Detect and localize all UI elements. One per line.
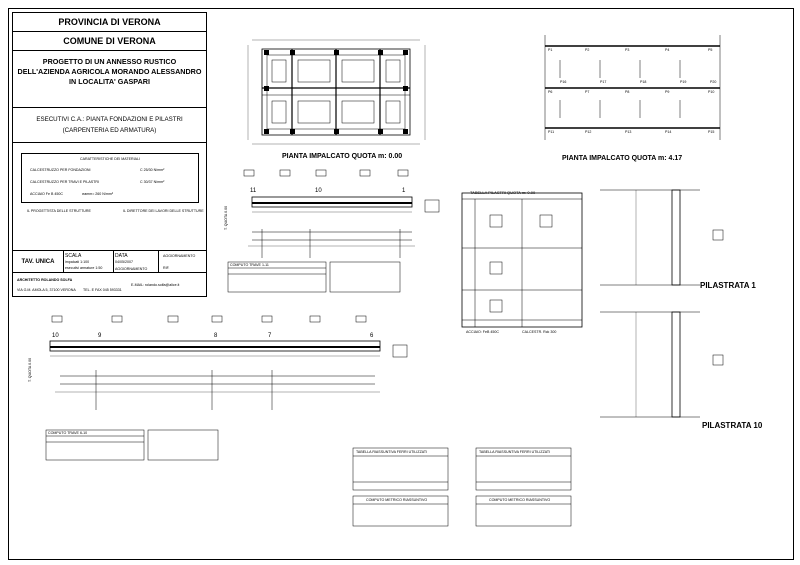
- upper-tag-p13: P13: [625, 130, 632, 134]
- pillar-cls-note: CALCESTR. Rck 300: [522, 330, 557, 334]
- summary-2-title: TABELLA RIASSUNTIVA FERRI UTILIZZATI: [479, 450, 551, 454]
- material-name-3: ACCIAIO Fe B 450C: [30, 192, 63, 196]
- upper-tag-p11: P11: [548, 130, 555, 134]
- materials-box: CARATTERISTICHE DEI MATERIALI CALCESTRUZ…: [21, 153, 199, 203]
- aggiornamento-label: AGGIORNAMENTO: [163, 254, 196, 258]
- executive-line-1: ESECUTIVI C.A.: PIANTA FONDAZIONI E PILA…: [36, 116, 183, 123]
- rif-label: RIF.: [163, 266, 170, 270]
- materials-title: CARATTERISTICHE DEI MATERIALI: [80, 157, 140, 161]
- beam-2-node-8: 8: [214, 333, 218, 339]
- date-cell: DATA 04/05/2007 AGGIORNAMENTO: [113, 251, 159, 272]
- scale-label: SCALA: [65, 253, 82, 259]
- beam-2-node-9: 9: [98, 333, 102, 339]
- upper-tag-p15: P15: [708, 130, 715, 134]
- upper-tag-p9: P9: [665, 90, 670, 94]
- upper-tag-p2: P2: [585, 48, 590, 52]
- pillar-10-title: PILASTRATA 10: [702, 421, 763, 430]
- pillar-table-title: TABELLA PILASTRI QUOTA m: 0.00: [470, 190, 536, 195]
- upper-tag-p1: P1: [548, 48, 553, 52]
- material-name-2: CALCESTRUZZO PER TRAVI E PILASTRI: [30, 180, 99, 184]
- summary-1-title: TABELLA RIASSUNTIVA FERRI UTILIZZATI: [356, 450, 428, 454]
- beam-1-node-11: 11: [250, 188, 257, 194]
- beam-1-elevation-label: T. QUOTA 0.00: [224, 205, 228, 230]
- tav-label: TAV. UNICA: [13, 251, 64, 272]
- upper-tag-p10: P10: [708, 90, 715, 94]
- beam-2-node-10: 10: [52, 333, 59, 339]
- aggiornamento-2: AGGIORNAMENTO: [115, 267, 148, 271]
- executive-title: ESECUTIVI C.A.: PIANTA FONDAZIONI E PILA…: [13, 108, 206, 143]
- project-line-1: PROGETTO DI UN ANNESSO RUSTICO: [42, 57, 177, 66]
- material-value-2: C 30/37 N/mm²: [140, 180, 165, 184]
- title-block: PROVINCIA DI VERONA COMUNE DI VERONA PRO…: [12, 12, 207, 297]
- architect-name: ARCHITETTO ROLANDO SOLFA: [17, 278, 73, 282]
- project-title: PROGETTO DI UN ANNESSO RUSTICO DELL'AZIE…: [13, 51, 206, 108]
- direttore-label: IL DIRETTORE DEI LAVORI DELLE STRUTTURE: [123, 209, 204, 213]
- ground-plan-title: PIANTA IMPALCATO QUOTA m: 0.00: [282, 153, 403, 160]
- beam-1-node-10: 10: [315, 188, 322, 194]
- scale-1: impalcati 1:100: [65, 260, 90, 264]
- upper-tag-p14: P14: [665, 130, 672, 134]
- upper-tag-p19: P19: [680, 80, 687, 84]
- tav-row: TAV. UNICA SCALA impalcati 1:100 esecuti…: [13, 250, 206, 273]
- pillar-steel-note: ACCIAIO: FeB 450C: [466, 330, 499, 334]
- province-title: PROVINCIA DI VERONA: [13, 13, 206, 32]
- pillar-1-title: PILASTRATA 1: [700, 281, 756, 290]
- scale-2: esecutivi armature 1:50: [65, 266, 103, 270]
- upper-tag-p3: P3: [625, 48, 630, 52]
- upper-tag-p7: P7: [585, 90, 590, 94]
- project-line-3: IN LOCALITA' GASPARI: [69, 77, 150, 86]
- computo-beam1-title: COMPUTO TRAVE 1-11: [230, 263, 269, 267]
- upper-tag-p18: P18: [640, 80, 647, 84]
- architect-address: VIA G.M. AMOLA 5, 37100 VERONA: [17, 288, 76, 292]
- upper-tag-p5: P5: [708, 48, 713, 52]
- beam-2-elevation-label: T. QUOTA 0.00: [28, 357, 32, 382]
- computo-beam2-title: COMPUTO TRAVE 6-10: [48, 431, 88, 435]
- upper-plan-title: PIANTA IMPALCATO QUOTA m: 4.17: [562, 155, 683, 162]
- architect-email: E-MAIL: rolando.solfa@alice.it: [131, 283, 180, 287]
- upper-tag-p8: P8: [625, 90, 630, 94]
- project-line-2: DELL'AZIENDA AGRICOLA MORANDO ALESSANDRO: [17, 67, 202, 76]
- progettista-label: IL PROGETTISTA DELLE STRUTTURE: [27, 209, 91, 213]
- date-label: DATA: [115, 253, 128, 259]
- upper-tag-p16: P16: [560, 80, 567, 84]
- material-value-1: C 25/30 N/mm²: [140, 168, 165, 172]
- scale-cell: SCALA impalcati 1:100 esecutivi armature…: [63, 251, 114, 272]
- beam-1-node-1: 1: [402, 188, 406, 194]
- upper-tag-p17: P17: [600, 80, 607, 84]
- upper-tag-p20: P20: [710, 80, 717, 84]
- computo-1-title: COMPUTO METRICO RIASSUNTIVO: [366, 498, 428, 502]
- drawing-sheet-border: [8, 8, 794, 560]
- date-value: 04/05/2007: [115, 260, 133, 264]
- upper-tag-p6: P6: [548, 90, 553, 94]
- executive-line-2: (CARPENTERIA ED ARMATURA): [62, 127, 157, 134]
- upper-tag-p12: P12: [585, 130, 592, 134]
- comune-title: COMUNE DI VERONA: [13, 32, 206, 51]
- upper-tag-p4: P4: [665, 48, 670, 52]
- architect-tel: TEL. E FAX 045 593331: [83, 288, 122, 292]
- computo-2-title: COMPUTO METRICO RIASSUNTIVO: [489, 498, 551, 502]
- beam-2-node-6: 6: [370, 333, 374, 339]
- material-name-1: CALCESTRUZZO PER FONDAZIONI: [30, 168, 91, 172]
- beam-2-node-7: 7: [268, 333, 272, 339]
- material-value-3: σamm= 260 N/mm²: [82, 192, 114, 196]
